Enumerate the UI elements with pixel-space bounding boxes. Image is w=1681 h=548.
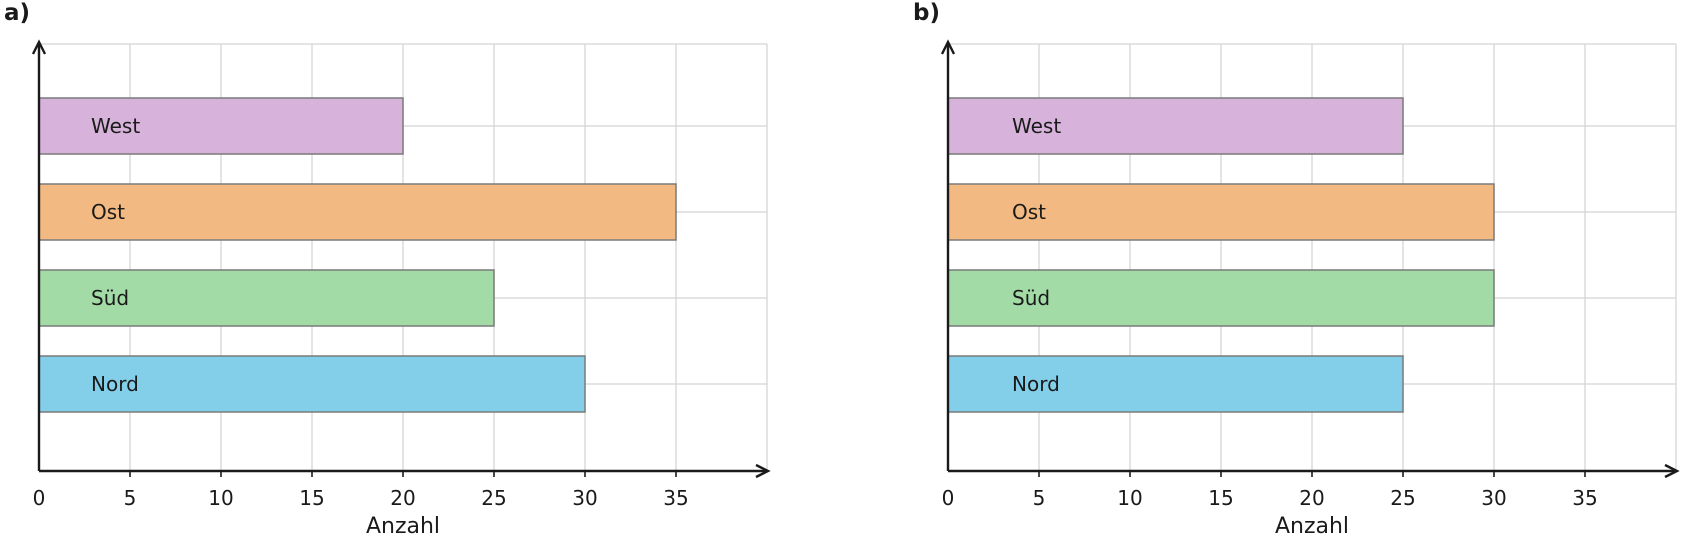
x-axis-arrow-icon (755, 463, 771, 479)
bar-nord (947, 355, 1404, 413)
bar-nord (38, 355, 586, 413)
panel-label: b) (913, 0, 940, 26)
x-tick-label: 15 (1208, 486, 1233, 510)
bar-label: West (1012, 114, 1061, 138)
y-axis-arrow-icon (940, 39, 956, 55)
bar-label: Nord (1012, 372, 1060, 396)
bar-sued (947, 269, 1495, 327)
x-axis-arrow-icon (1664, 463, 1680, 479)
x-axis-label: Anzahl (1275, 514, 1349, 539)
x-tick-label: 5 (1033, 486, 1046, 510)
x-axis-label: Anzahl (366, 514, 440, 539)
bar-label: Ost (1012, 200, 1046, 224)
bar-label: West (91, 114, 140, 138)
bar-label: Ost (91, 200, 125, 224)
x-tick-label: 15 (299, 486, 324, 510)
x-tick-label: 30 (1481, 486, 1506, 510)
bar-label: Nord (91, 372, 139, 396)
bar-ost (38, 183, 677, 241)
x-tick-label: 5 (124, 486, 137, 510)
x-tick-label: 20 (390, 486, 415, 510)
bar-sued (38, 269, 495, 327)
y-axis-arrow-icon (31, 39, 47, 55)
x-tick-label: 25 (481, 486, 506, 510)
x-tick-label: 0 (942, 486, 955, 510)
x-tick-label: 0 (33, 486, 46, 510)
panel-label: a) (4, 0, 30, 26)
bar-label: Süd (1012, 286, 1050, 310)
x-tick-label: 25 (1390, 486, 1415, 510)
x-tick-label: 30 (572, 486, 597, 510)
bar-ost (947, 183, 1495, 241)
x-tick-label: 35 (1572, 486, 1597, 510)
x-tick-label: 35 (663, 486, 688, 510)
bar-label: Süd (91, 286, 129, 310)
bar-west (947, 97, 1404, 155)
x-tick-label: 10 (1117, 486, 1142, 510)
x-tick-label: 10 (208, 486, 233, 510)
x-tick-label: 20 (1299, 486, 1324, 510)
